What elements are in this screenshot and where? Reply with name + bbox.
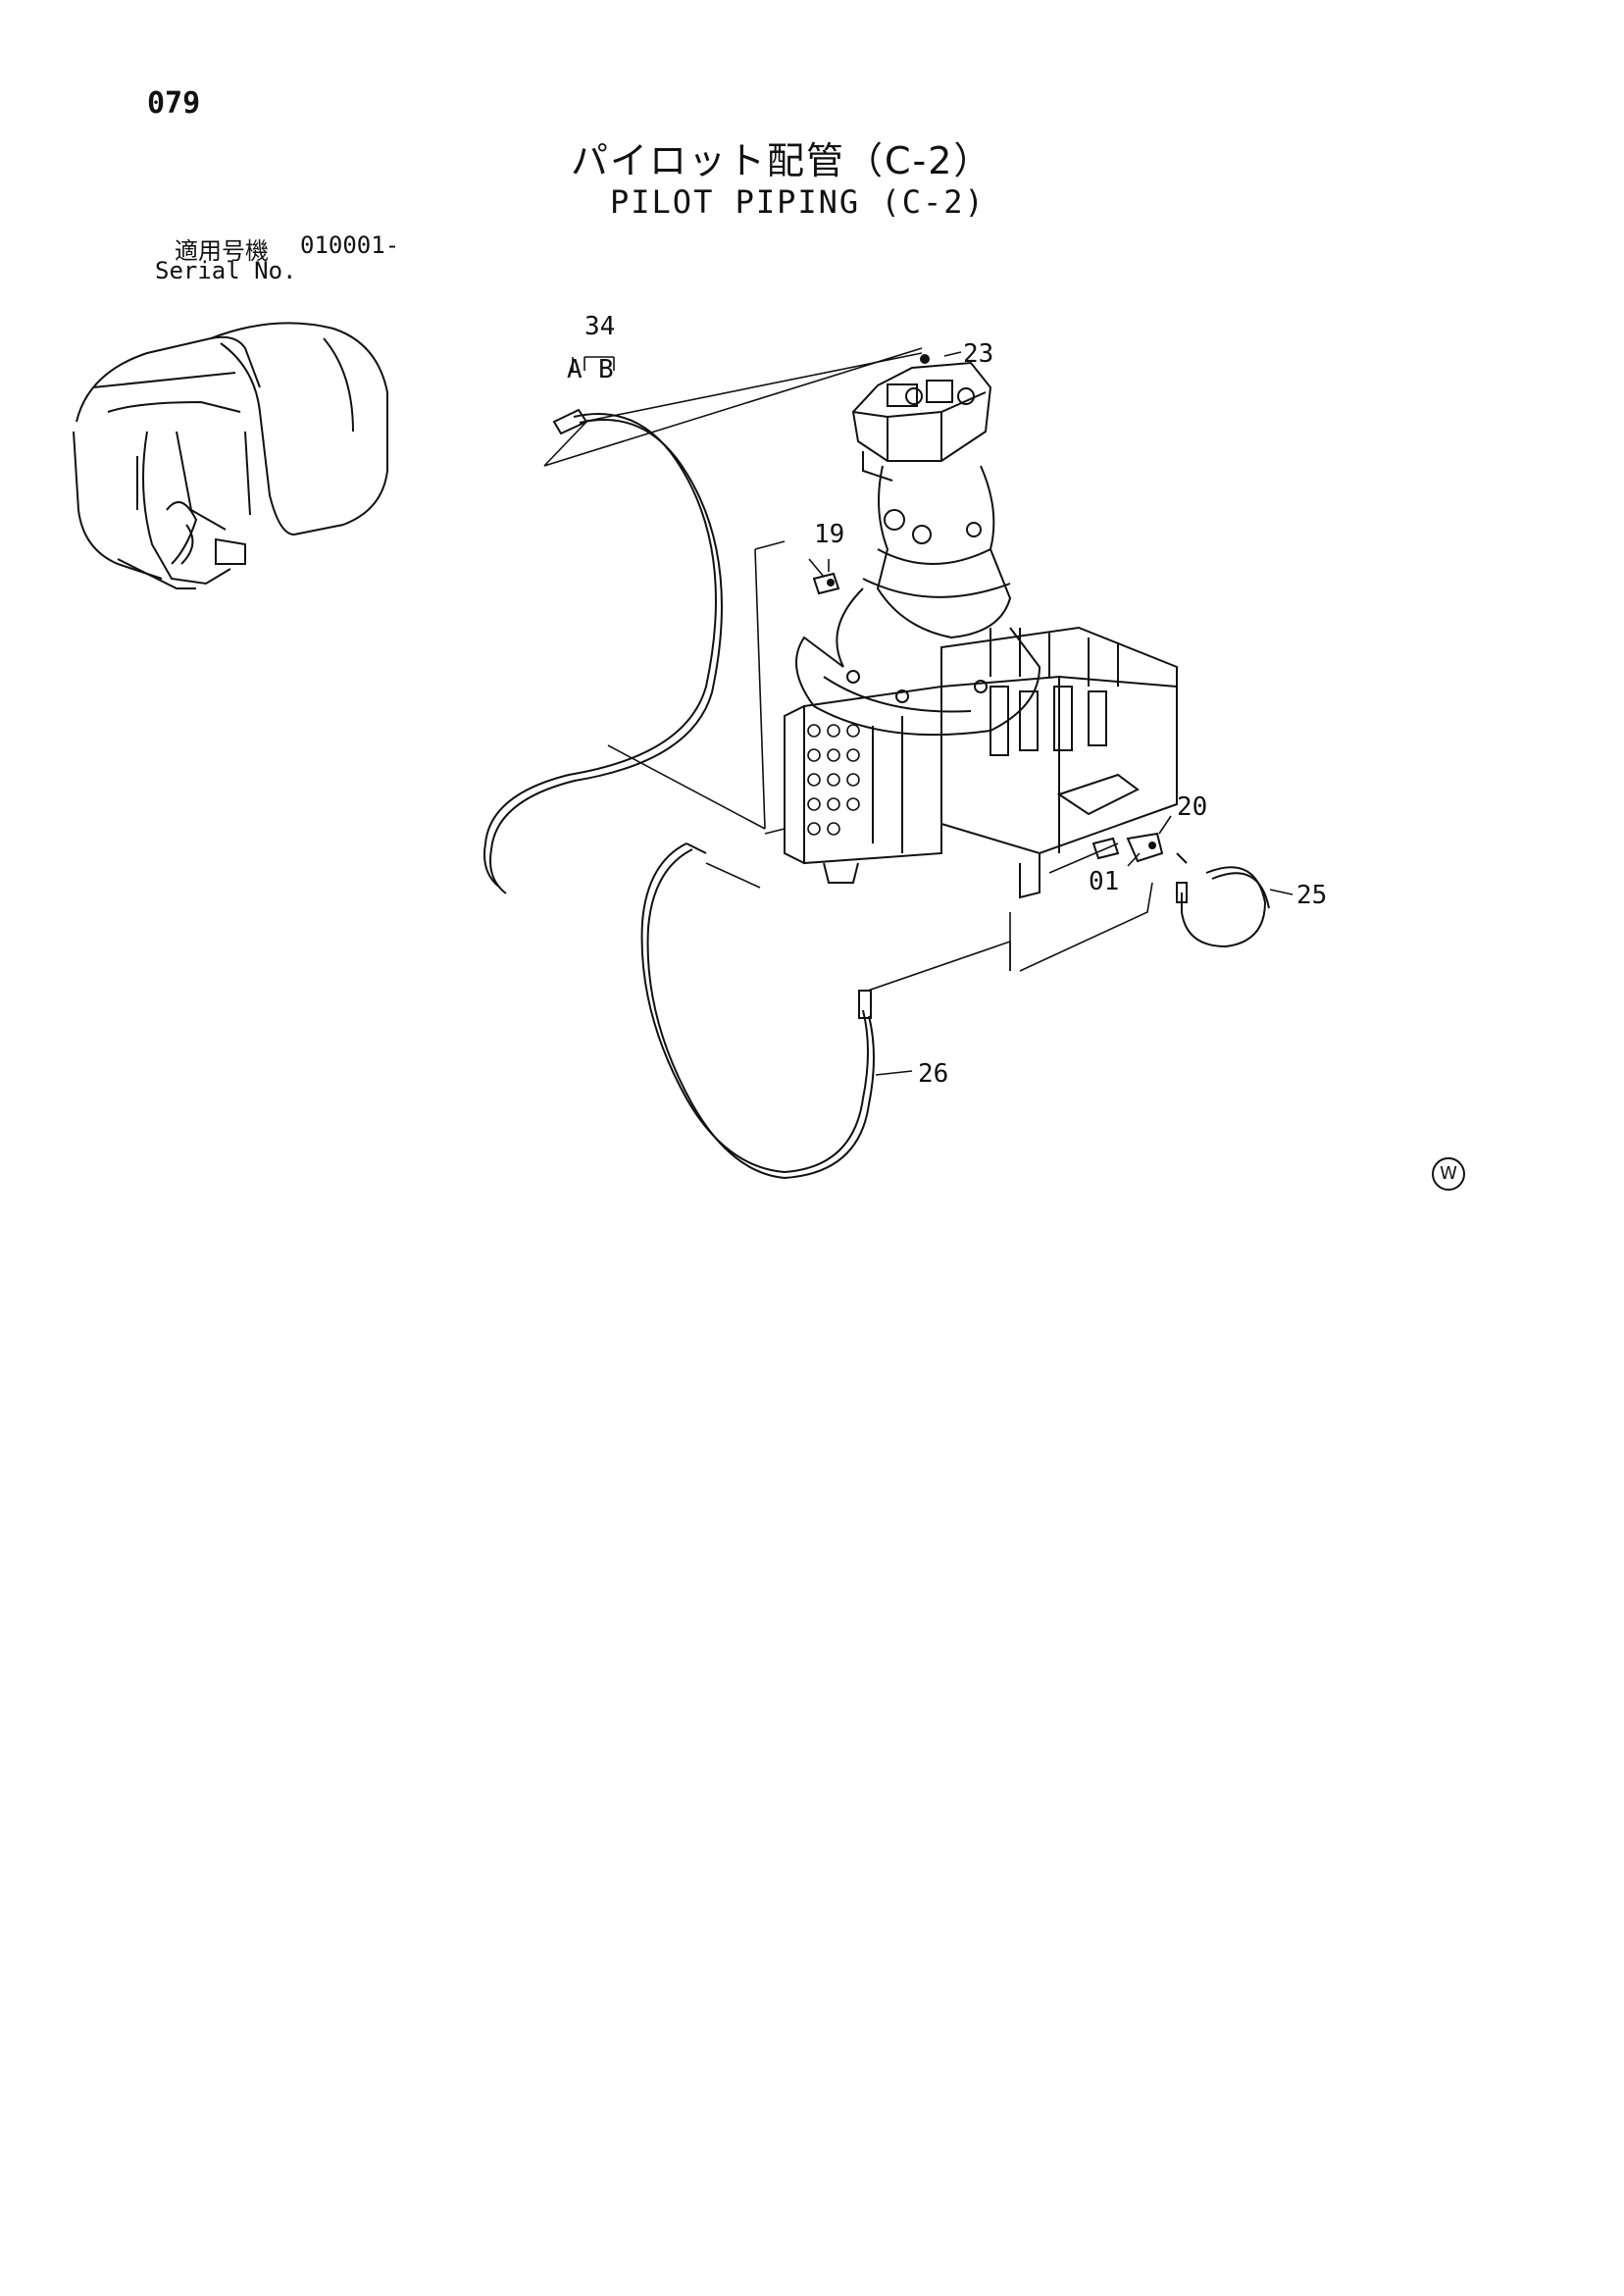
callout-25: 25 bbox=[1296, 881, 1328, 910]
valve-assembly-drawing bbox=[784, 361, 1188, 899]
serial-label-english: Serial No. bbox=[155, 257, 297, 284]
serial-label-japanese: 適用号機 bbox=[175, 237, 269, 265]
serial-number-value: 010001- bbox=[300, 231, 400, 259]
page-title-english: PILOT PIPING (C-2) bbox=[610, 183, 986, 221]
callout-23: 23 bbox=[963, 339, 994, 369]
fitting-markers bbox=[827, 354, 1156, 849]
watermark-logo: W bbox=[1432, 1157, 1465, 1191]
page-title-japanese: パイロット配管（C-2） bbox=[571, 139, 993, 182]
callout-01: 01 bbox=[1089, 867, 1120, 896]
page-number: 079 bbox=[147, 86, 201, 121]
machine-location-key-map bbox=[73, 322, 388, 589]
pilot-hoses bbox=[483, 408, 1270, 1180]
callout-20: 20 bbox=[1177, 792, 1208, 822]
connection-lines bbox=[543, 347, 1153, 992]
callout-leaders bbox=[572, 351, 1294, 1076]
callout-26: 26 bbox=[918, 1059, 949, 1089]
callout-34-a: A bbox=[567, 355, 583, 384]
callout-34-b: B bbox=[598, 355, 614, 384]
callout-19: 19 bbox=[814, 520, 845, 549]
callout-34: 34 bbox=[584, 312, 616, 341]
